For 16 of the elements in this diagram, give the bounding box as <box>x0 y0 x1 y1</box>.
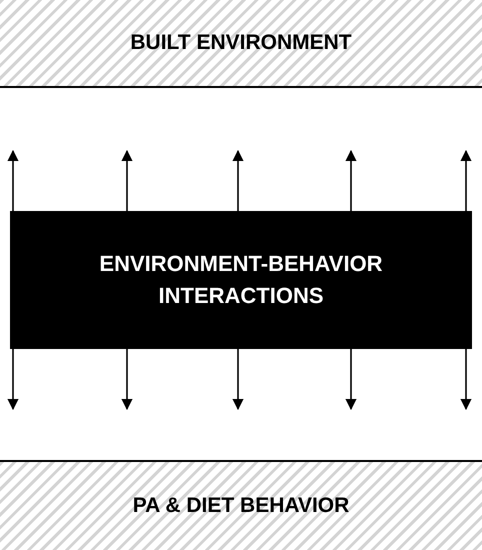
arrow <box>121 150 133 211</box>
arrow <box>7 150 19 211</box>
hatched-band <box>0 0 482 88</box>
arrow <box>232 349 244 410</box>
arrow <box>232 150 244 211</box>
arrow <box>121 349 133 410</box>
arrow <box>345 349 357 410</box>
node-label: ENVIRONMENT-BEHAVIOR INTERACTIONS <box>98 250 384 310</box>
arrow <box>460 150 472 211</box>
arrow <box>460 349 472 410</box>
arrow <box>7 349 19 410</box>
hatched-band <box>0 460 482 550</box>
node-label: BUILT ENVIRONMENT <box>130 31 352 55</box>
node-label: PA & DIET BEHAVIOR <box>132 494 350 518</box>
process-box <box>10 211 472 349</box>
arrow <box>345 150 357 211</box>
